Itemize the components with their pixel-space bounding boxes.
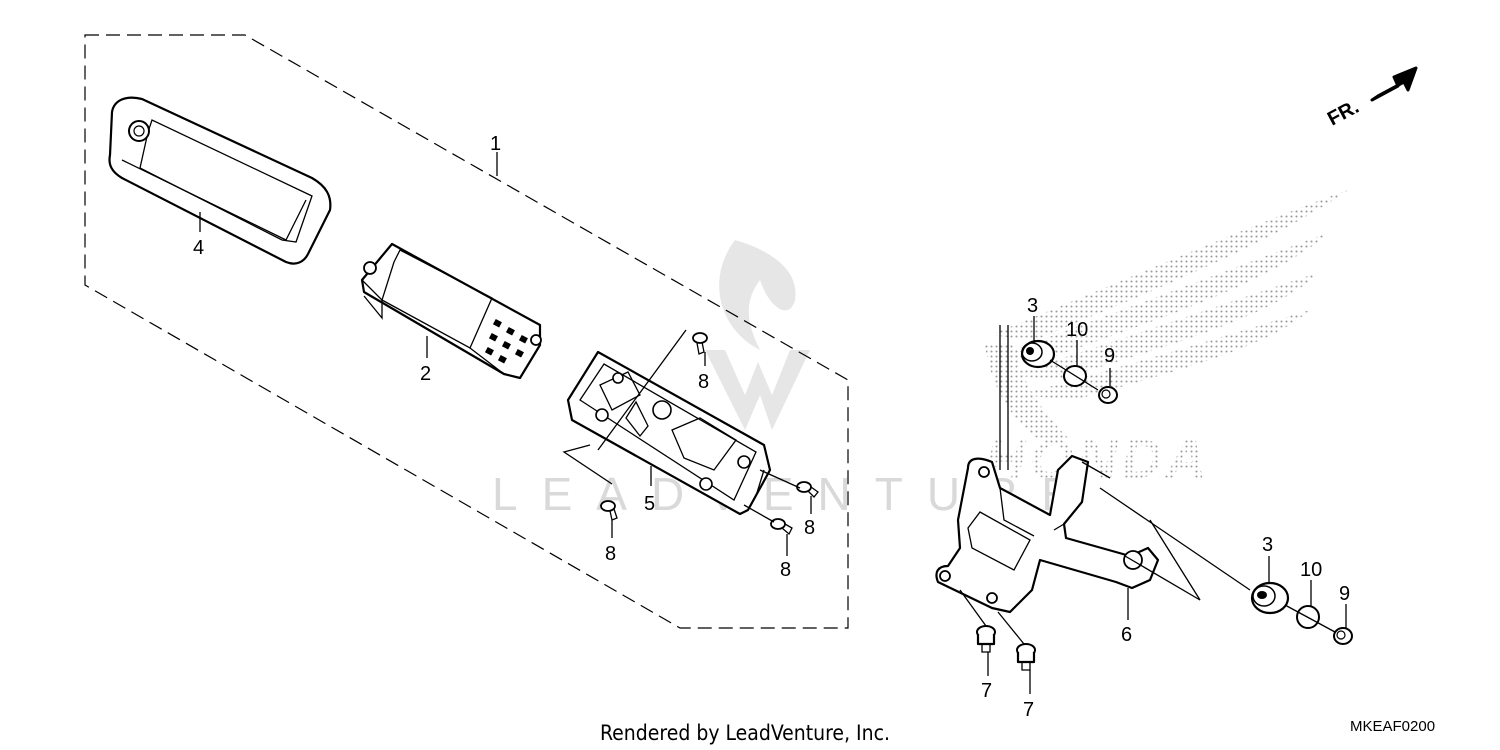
part-9-nut-upper	[1098, 386, 1118, 404]
footer-credit: Rendered by LeadVenture, Inc.	[600, 721, 890, 745]
screw-install-line	[562, 444, 613, 485]
part-9-nut-lower	[1333, 627, 1353, 645]
mount-install-line	[1099, 487, 1251, 591]
front-direction-indicator: FR.	[1324, 66, 1418, 131]
screw-install-line	[759, 469, 801, 489]
part-3-rubber-mount-lower	[1250, 581, 1290, 615]
honda-wing-watermark: HONDA	[985, 190, 1348, 490]
callout-8-left: 8	[605, 543, 616, 565]
mount-install-line	[1284, 604, 1336, 633]
callout-1: 1	[490, 133, 501, 155]
callout-8-bottom-right: 8	[780, 559, 791, 581]
bolt-install-line	[997, 611, 1025, 645]
assembly-boundary	[84, 34, 849, 629]
callout-10-lower: 10	[1300, 559, 1322, 581]
bolt-install-line	[959, 589, 987, 627]
callout-3-lower: 3	[1262, 534, 1273, 556]
screw-install-line	[743, 504, 775, 523]
callout-labels: 1 2 3 3 4 5 6 7 7 8 8 8 8 9 9 10 10	[193, 133, 1350, 721]
part-5-meter-case	[566, 350, 772, 516]
mount-install-line	[1124, 519, 1201, 601]
part-2-display-unit	[360, 242, 542, 380]
callout-3-upper: 3	[1027, 295, 1038, 317]
part-6-bracket	[935, 454, 1160, 614]
callout-7-left: 7	[981, 680, 992, 702]
callout-10-upper: 10	[1066, 319, 1088, 341]
callout-8-top: 8	[698, 371, 709, 393]
callout-8-right: 8	[804, 517, 815, 539]
callout-6: 6	[1121, 624, 1132, 646]
callout-leaders	[199, 152, 1347, 694]
callout-4: 4	[193, 237, 204, 259]
callout-5: 5	[644, 493, 655, 515]
mount-install-line	[1049, 359, 1099, 391]
part-7-bolt-left	[976, 625, 996, 653]
callout-9-upper: 9	[1104, 345, 1115, 367]
front-direction-label: FR.	[1324, 96, 1363, 131]
honda-brand-watermark: HONDA	[985, 427, 1210, 490]
part-3-rubber-mount-upper	[1020, 339, 1056, 369]
callout-7-right: 7	[1023, 699, 1034, 721]
callout-9-lower: 9	[1339, 583, 1350, 605]
part-4-meter-cover	[108, 96, 332, 265]
callout-2: 2	[420, 363, 431, 385]
diagram-code: MKEAF0200	[1350, 718, 1435, 735]
screw-install-line	[597, 329, 687, 451]
part-7-bolt-right	[1016, 643, 1036, 671]
